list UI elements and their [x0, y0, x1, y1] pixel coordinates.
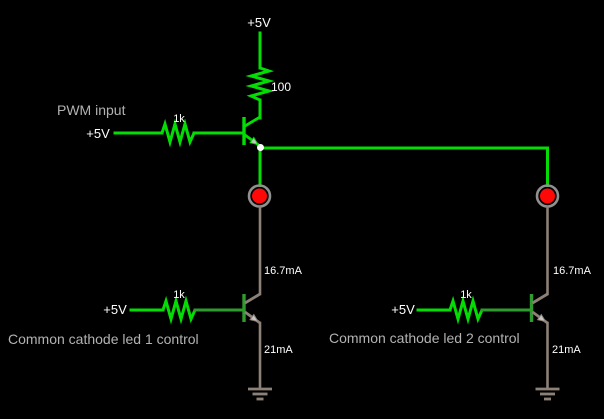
branch2-annotation-text[interactable]: Common cathode led 2 control	[329, 330, 520, 346]
pwm-base-resistor[interactable]	[160, 122, 196, 144]
branch2-emitter-current-readout: 21mA	[552, 344, 581, 356]
pwm-annotation-text[interactable]: PWM input	[57, 102, 126, 118]
led1[interactable]	[247, 184, 272, 208]
pwm-source-voltage-label[interactable]: +5V	[86, 126, 110, 141]
ballast-resistor[interactable]	[249, 66, 271, 102]
npn-transistor-led1-control[interactable]	[242, 292, 262, 325]
branch2-base-resistor-value: 1k	[460, 289, 472, 301]
ballast-resistor-value: 100	[271, 80, 291, 94]
npn-transistor-pwm[interactable]	[242, 115, 262, 148]
branch2-base-resistor[interactable]	[448, 299, 484, 321]
junction-dot	[257, 144, 264, 151]
branch1-base-resistor[interactable]	[161, 299, 197, 321]
ground-symbol-1[interactable]	[246, 387, 274, 401]
branch1-emitter-current-readout: 21mA	[264, 344, 293, 356]
branch1-annotation-text[interactable]: Common cathode led 1 control	[8, 331, 199, 347]
branch2-source-voltage-label[interactable]: +5V	[391, 302, 415, 317]
npn-transistor-led2-control[interactable]	[529, 292, 550, 325]
led1-current-readout: 16.7mA	[264, 265, 303, 277]
led2-current-readout: 16.7mA	[553, 265, 592, 277]
pwm-base-resistor-value: 1k	[173, 113, 185, 125]
led2[interactable]	[535, 184, 560, 208]
ground-symbol-2[interactable]	[534, 387, 561, 401]
top-rail-voltage-label[interactable]: +5V	[247, 15, 271, 30]
wire-shared-rail[interactable]	[258, 146, 549, 187]
branch1-source-voltage-label[interactable]: +5V	[103, 302, 127, 317]
branch1-base-resistor-value: 1k	[173, 289, 185, 301]
